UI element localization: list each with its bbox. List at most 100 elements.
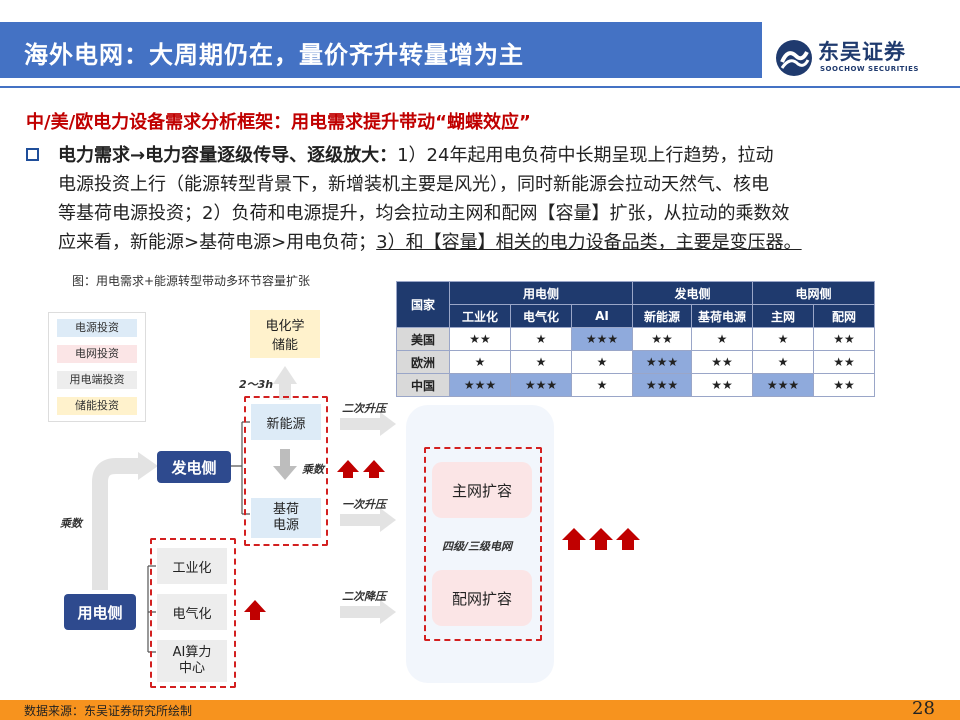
red-arrow-user: [244, 600, 266, 620]
paragraph-line-4: 应来看，新能源>基荷电源>用电负荷；3）和【容量】相关的电力设备品类，主要是变压…: [58, 228, 802, 257]
multiplier-left-label: 乘数: [60, 517, 82, 530]
new-energy-box: 新能源: [251, 404, 321, 440]
table-row: 美国 ★★ ★ ★★★ ★★ ★ ★ ★★: [396, 327, 875, 351]
user-bracket: [147, 565, 156, 653]
table-header-country: 国家: [396, 281, 450, 328]
paragraph-text-1: 1）24年起用电负荷中长期呈现上行趋势，拉动: [397, 145, 774, 166]
red-arrows-mid: [337, 460, 385, 478]
paragraph-text-4a: 应来看，新能源>基荷电源>用电负荷；: [58, 232, 377, 253]
table-row-header: 中国: [396, 373, 450, 397]
table-cell: ★: [571, 350, 633, 374]
page-number: 28: [912, 698, 935, 719]
table-cell: ★★: [813, 350, 875, 374]
table-row-header: 美国: [396, 327, 450, 351]
dist-grid-box: 配网扩容: [432, 570, 532, 626]
table-col-header: AI: [571, 304, 633, 328]
bullet-square-icon: [26, 148, 39, 161]
table-cell: ★★: [449, 327, 511, 351]
table-cell: ★★★: [449, 373, 511, 397]
table-col-header: 新能源: [632, 304, 692, 328]
multiplier-arrow-head: [273, 466, 297, 480]
table-cell: ★: [752, 350, 814, 374]
table-row: 中国 ★★★ ★★★ ★ ★★★ ★★ ★★★ ★★: [396, 373, 875, 397]
figure-legend: 电源投资 电网投资 用电端投资 储能投资: [48, 312, 146, 422]
storage-arrow-head: [273, 366, 297, 384]
table-col-header: 配网: [813, 304, 875, 328]
user-side-box: 用电侧: [64, 594, 136, 630]
grid-dashed-frame: [424, 447, 542, 641]
table-cell: ★: [691, 327, 753, 351]
storage-box: 电化学 储能: [250, 310, 320, 358]
arrow-secondary-down-body: [340, 606, 382, 618]
gen-side-box: 发电侧: [157, 451, 231, 483]
footer-band: [0, 700, 960, 720]
figure-caption: 图：用电需求+能源转型带动多环节容量扩张: [72, 274, 311, 288]
table-cell: ★★: [691, 373, 753, 397]
electrification-box: 电气化: [157, 594, 227, 630]
table-col-header: 工业化: [449, 304, 511, 328]
table-cell: ★: [571, 373, 633, 397]
table-col-header: 电气化: [510, 304, 572, 328]
legend-storage-investment: 储能投资: [57, 397, 137, 415]
table-cell: ★★: [691, 350, 753, 374]
logo-en-text: SOOCHOW SECURITIES: [820, 65, 919, 73]
table-cell: ★★★: [632, 373, 692, 397]
table-cell: ★★★: [752, 373, 814, 397]
arrow-secondary-up-head: [380, 412, 396, 436]
table-group-grid: 电网侧: [752, 281, 875, 305]
bent-arrow-body: [92, 458, 140, 590]
table-cell: ★★★: [510, 373, 572, 397]
table-cell: ★: [510, 350, 572, 374]
arrow-secondary-up-label: 二次升压: [342, 402, 386, 415]
storage-time-label: 2～3h: [239, 378, 274, 391]
arrow-primary-up-body: [340, 514, 382, 526]
ai-computing-box: AI算力 中心: [157, 640, 227, 682]
header-band: [0, 22, 762, 78]
section-subtitle: 中/美/欧电力设备需求分析框架：用电需求提升带动“蝴蝶效应”: [26, 112, 531, 133]
table-cell: ★★: [813, 327, 875, 351]
main-grid-box: 主网扩容: [432, 462, 532, 518]
header-divider: [0, 86, 960, 88]
table-row-header: 欧洲: [396, 350, 450, 374]
table-cell: ★★★: [571, 327, 633, 351]
table-cell: ★: [510, 327, 572, 351]
table-group-user: 用电侧: [449, 281, 633, 305]
industrialization-box: 工业化: [157, 548, 227, 584]
paragraph-bold-lead: 电力需求→电力容量逐级传导、逐级放大：: [58, 145, 398, 166]
company-logo: 东吴证券 SOOCHOW SECURITIES: [774, 36, 950, 80]
bent-arrow-head: [138, 452, 158, 480]
table-row: 欧洲 ★ ★ ★ ★★★ ★★ ★ ★★: [396, 350, 875, 374]
page-title: 海外电网：大周期仍在，量价齐升转量增为主: [24, 41, 524, 69]
table-cell: ★★: [632, 327, 692, 351]
table-cell: ★★: [813, 373, 875, 397]
table-cell: ★★★: [632, 350, 692, 374]
multiplier-arrow-body: [280, 449, 290, 467]
paragraph-line-3: 等基荷电源投资；2）负荷和电源提升，均会拉动主网和配网【容量】扩张，从拉动的乘数…: [58, 203, 790, 224]
user-dashed-frame: [150, 538, 236, 688]
logo-mark-icon: [776, 40, 812, 76]
table-cell: ★: [752, 327, 814, 351]
footer-source: 数据来源：东吴证券研究所绘制: [24, 704, 193, 718]
arrow-primary-up-label: 一次升压: [342, 498, 386, 511]
grid-level-label: 四级/三级电网: [442, 540, 513, 553]
paragraph-text-4b: 3）和【容量】相关的电力设备品类，主要是变压器。: [376, 232, 802, 253]
table-group-gen: 发电侧: [632, 281, 753, 305]
storage-arrow-body: [279, 382, 291, 400]
paragraph-line-1: 电力需求→电力容量逐级传导、逐级放大：1）24年起用电负荷中长期呈现上行趋势，拉…: [58, 141, 773, 170]
legend-grid-investment: 电网投资: [57, 345, 137, 363]
red-arrows-right: [562, 528, 640, 550]
arrow-secondary-down-head: [380, 600, 396, 624]
legend-power-investment: 电源投资: [57, 319, 137, 337]
gen-bracket: [231, 421, 250, 515]
multiplier-mid-label: 乘数: [302, 463, 324, 476]
gen-dashed-frame: [244, 396, 328, 546]
arrow-secondary-down-label: 二次降压: [342, 590, 386, 603]
logo-cn-text: 东吴证券: [818, 40, 906, 64]
table-col-header: 主网: [752, 304, 814, 328]
table-col-header: 基荷电源: [691, 304, 753, 328]
country-comparison-table: 国家 用电侧 发电侧 电网侧 工业化 电气化 AI 新能源 基荷电源 主网 配网…: [396, 281, 875, 397]
paragraph-line-2: 电源投资上行（能源转型背景下，新增装机主要是风光），同时新能源会拉动天然气、核电: [58, 174, 769, 195]
legend-user-investment: 用电端投资: [57, 371, 137, 389]
table-cell: ★: [449, 350, 511, 374]
arrow-primary-up-head: [380, 508, 396, 532]
